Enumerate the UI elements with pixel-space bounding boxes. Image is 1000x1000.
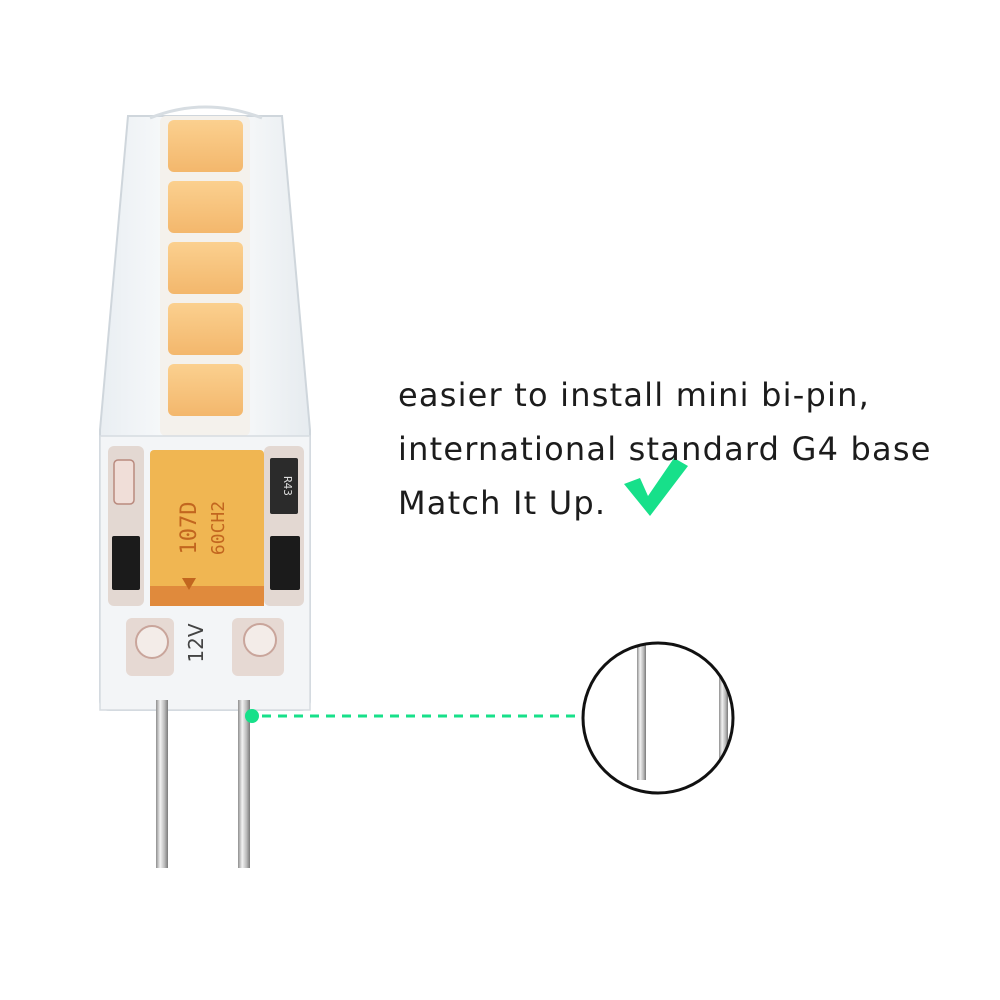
voltage-mark: 12V <box>184 623 208 662</box>
resistor-label: R43 <box>281 476 294 496</box>
ic-left <box>112 536 140 590</box>
caption-line-1: easier to install mini bi-pin, <box>398 376 870 414</box>
capacitor-label-1: 107D <box>177 502 202 555</box>
resistor-body <box>270 458 298 514</box>
led-chip <box>168 181 243 233</box>
voltage-mark-bg <box>186 618 220 668</box>
solder-right <box>243 623 277 657</box>
solder-left <box>135 625 169 659</box>
capacitor-band <box>150 586 264 606</box>
led-chips <box>168 120 243 416</box>
zoom-pin-right <box>719 643 728 780</box>
led-indicator-left <box>113 459 135 505</box>
led-chip <box>168 303 243 355</box>
pin-right <box>238 700 250 868</box>
led-chip <box>168 242 243 294</box>
checkmark-icon <box>624 458 688 516</box>
capacitor <box>150 450 264 606</box>
polarity-mark <box>182 578 196 590</box>
caption-line-3: Match It Up. <box>398 484 607 522</box>
led-chip <box>168 120 243 172</box>
led-chip <box>168 364 243 416</box>
connector-dot <box>245 709 259 723</box>
bulb: R43 107D 60CH2 12V <box>99 105 311 868</box>
caption-line-2: international standard G4 base <box>398 430 932 468</box>
pin-left <box>156 700 168 868</box>
shell-top-cap <box>149 105 263 120</box>
ic-right <box>270 536 300 590</box>
zoom-connector <box>245 709 583 723</box>
capacitor-label-2: 60CH2 <box>208 501 229 555</box>
zoom-circle <box>581 641 735 795</box>
caption: easier to install mini bi-pin, internati… <box>398 368 978 530</box>
zoom-circle-outline <box>581 641 735 795</box>
zoom-pin-left <box>637 643 646 780</box>
